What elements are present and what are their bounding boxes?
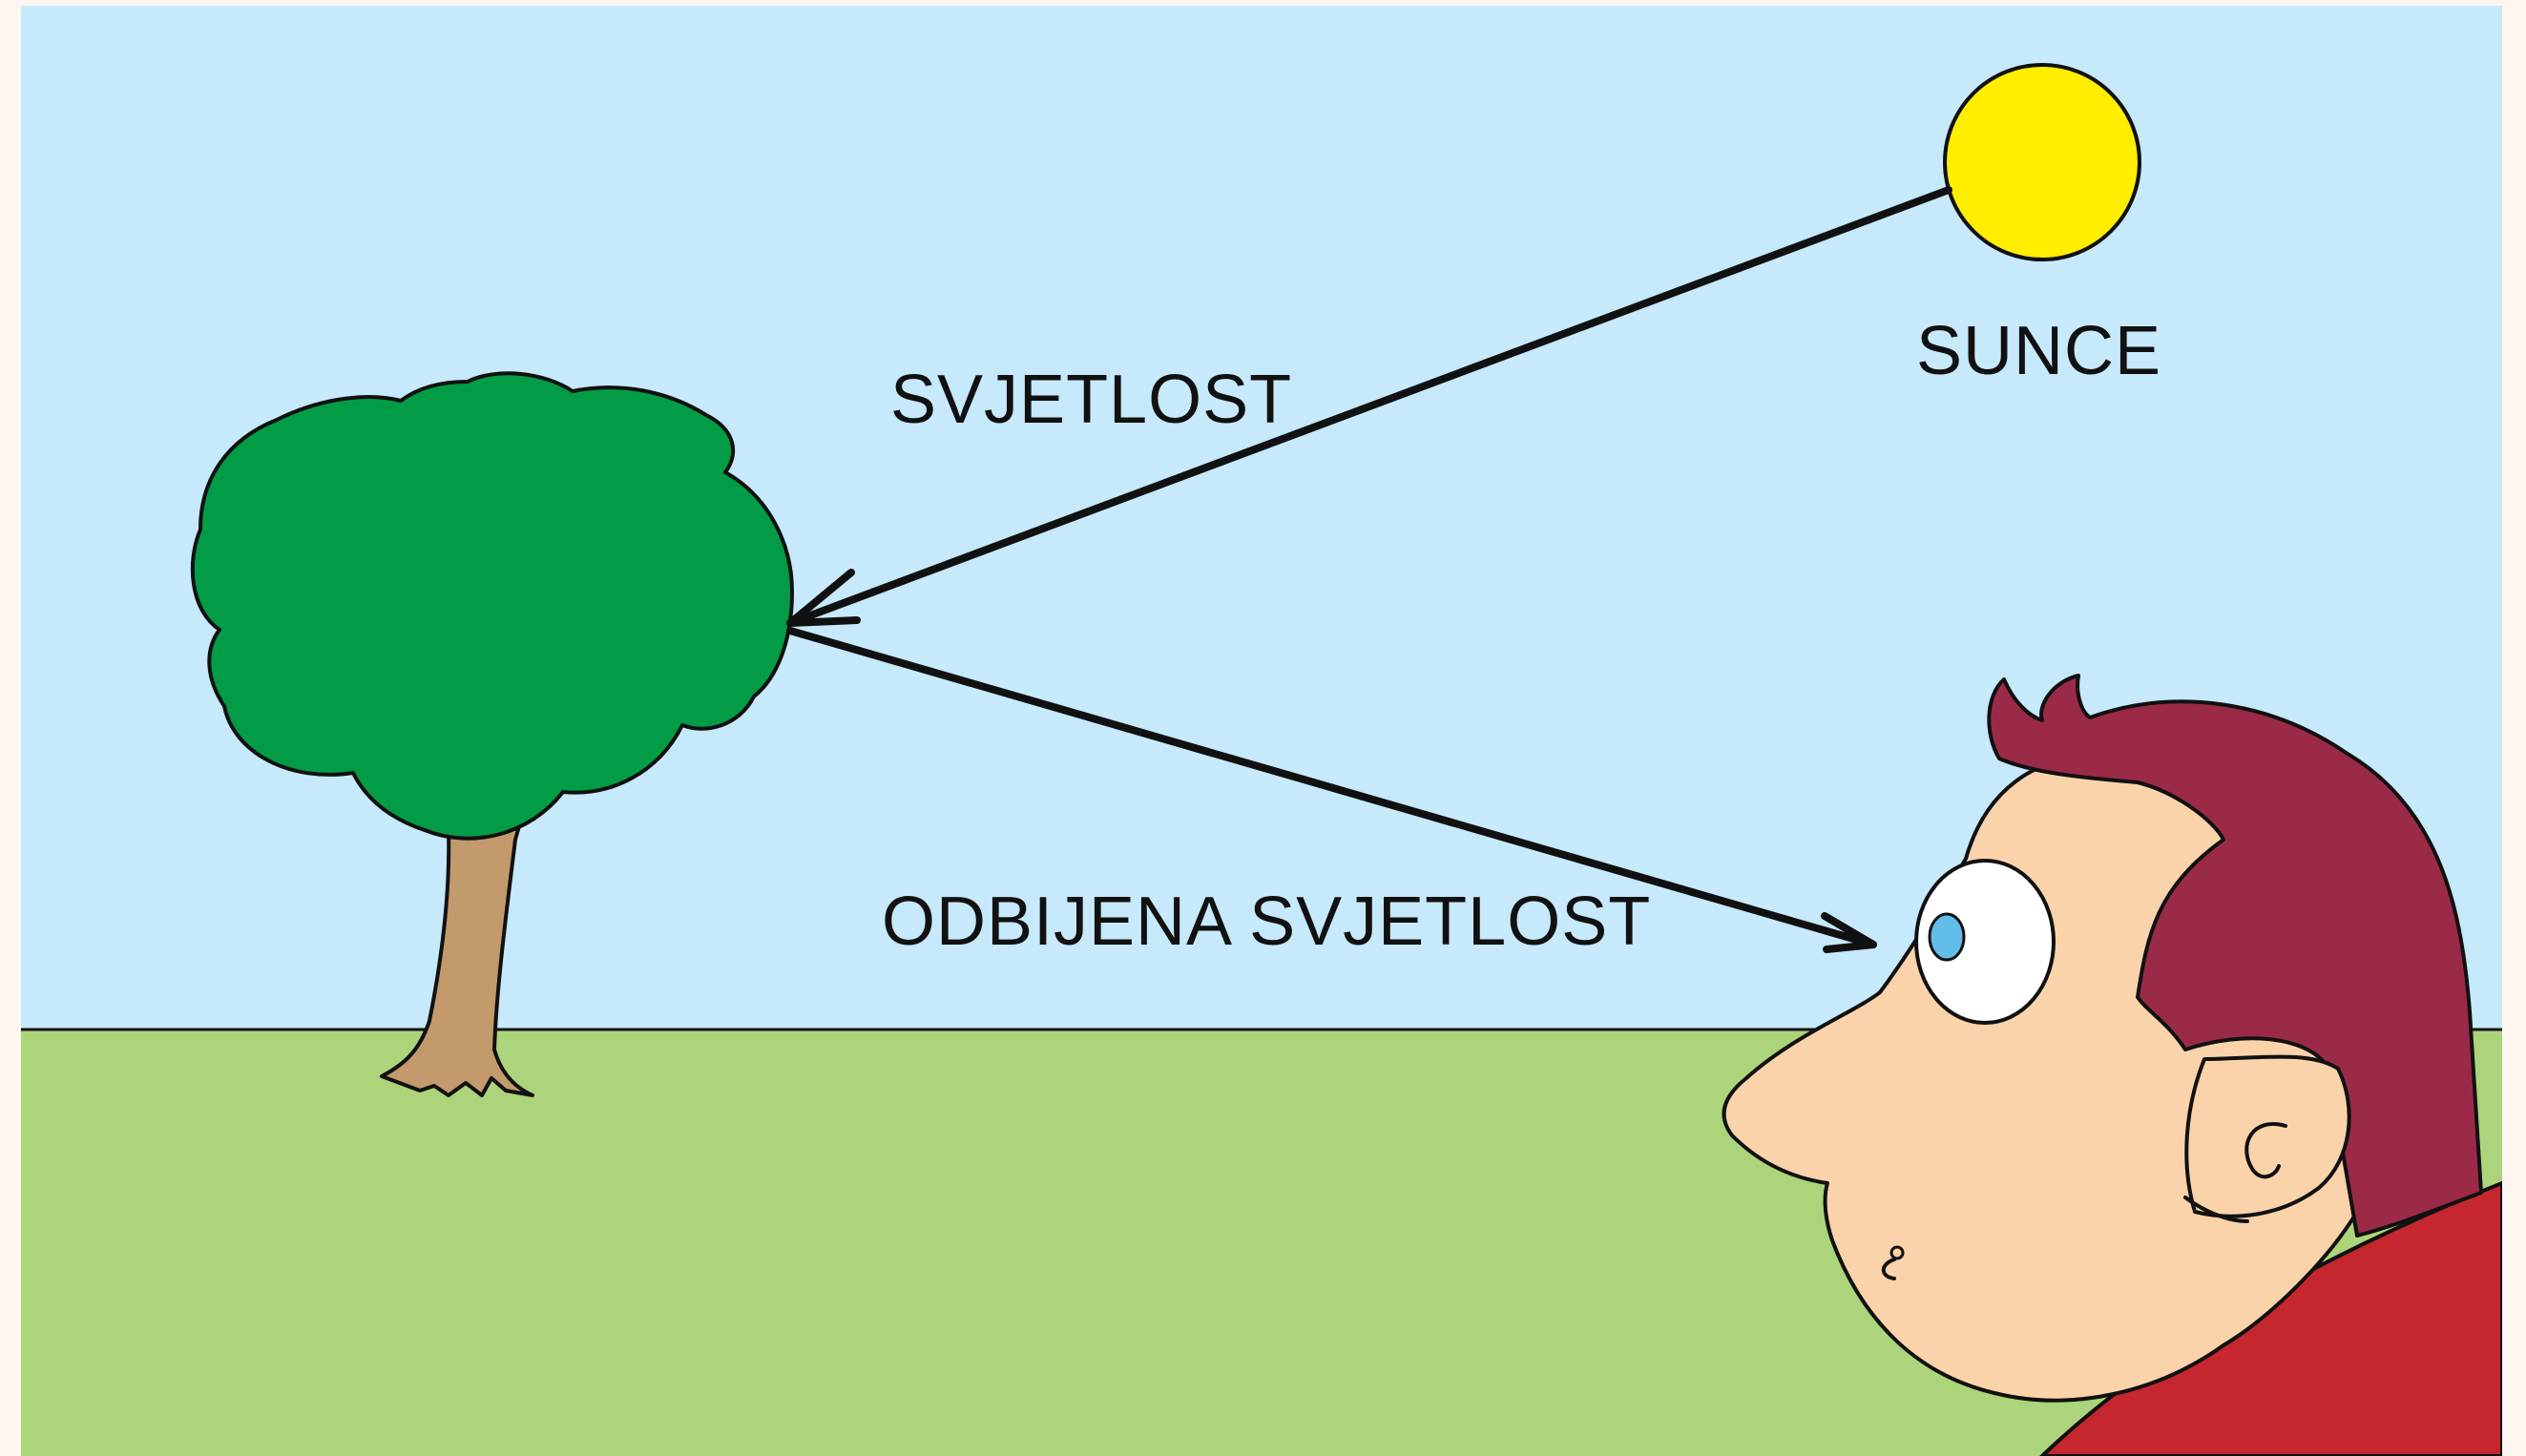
reflected-light-label: ODBIJENA SVJETLOST: [882, 883, 1651, 961]
iris: [1930, 914, 1964, 960]
sun-label: SUNCE: [1916, 312, 2161, 390]
eye-icon: [1916, 861, 2054, 1023]
sun-icon: [1945, 65, 2140, 260]
light-label: SVJETLOST: [890, 361, 1292, 439]
